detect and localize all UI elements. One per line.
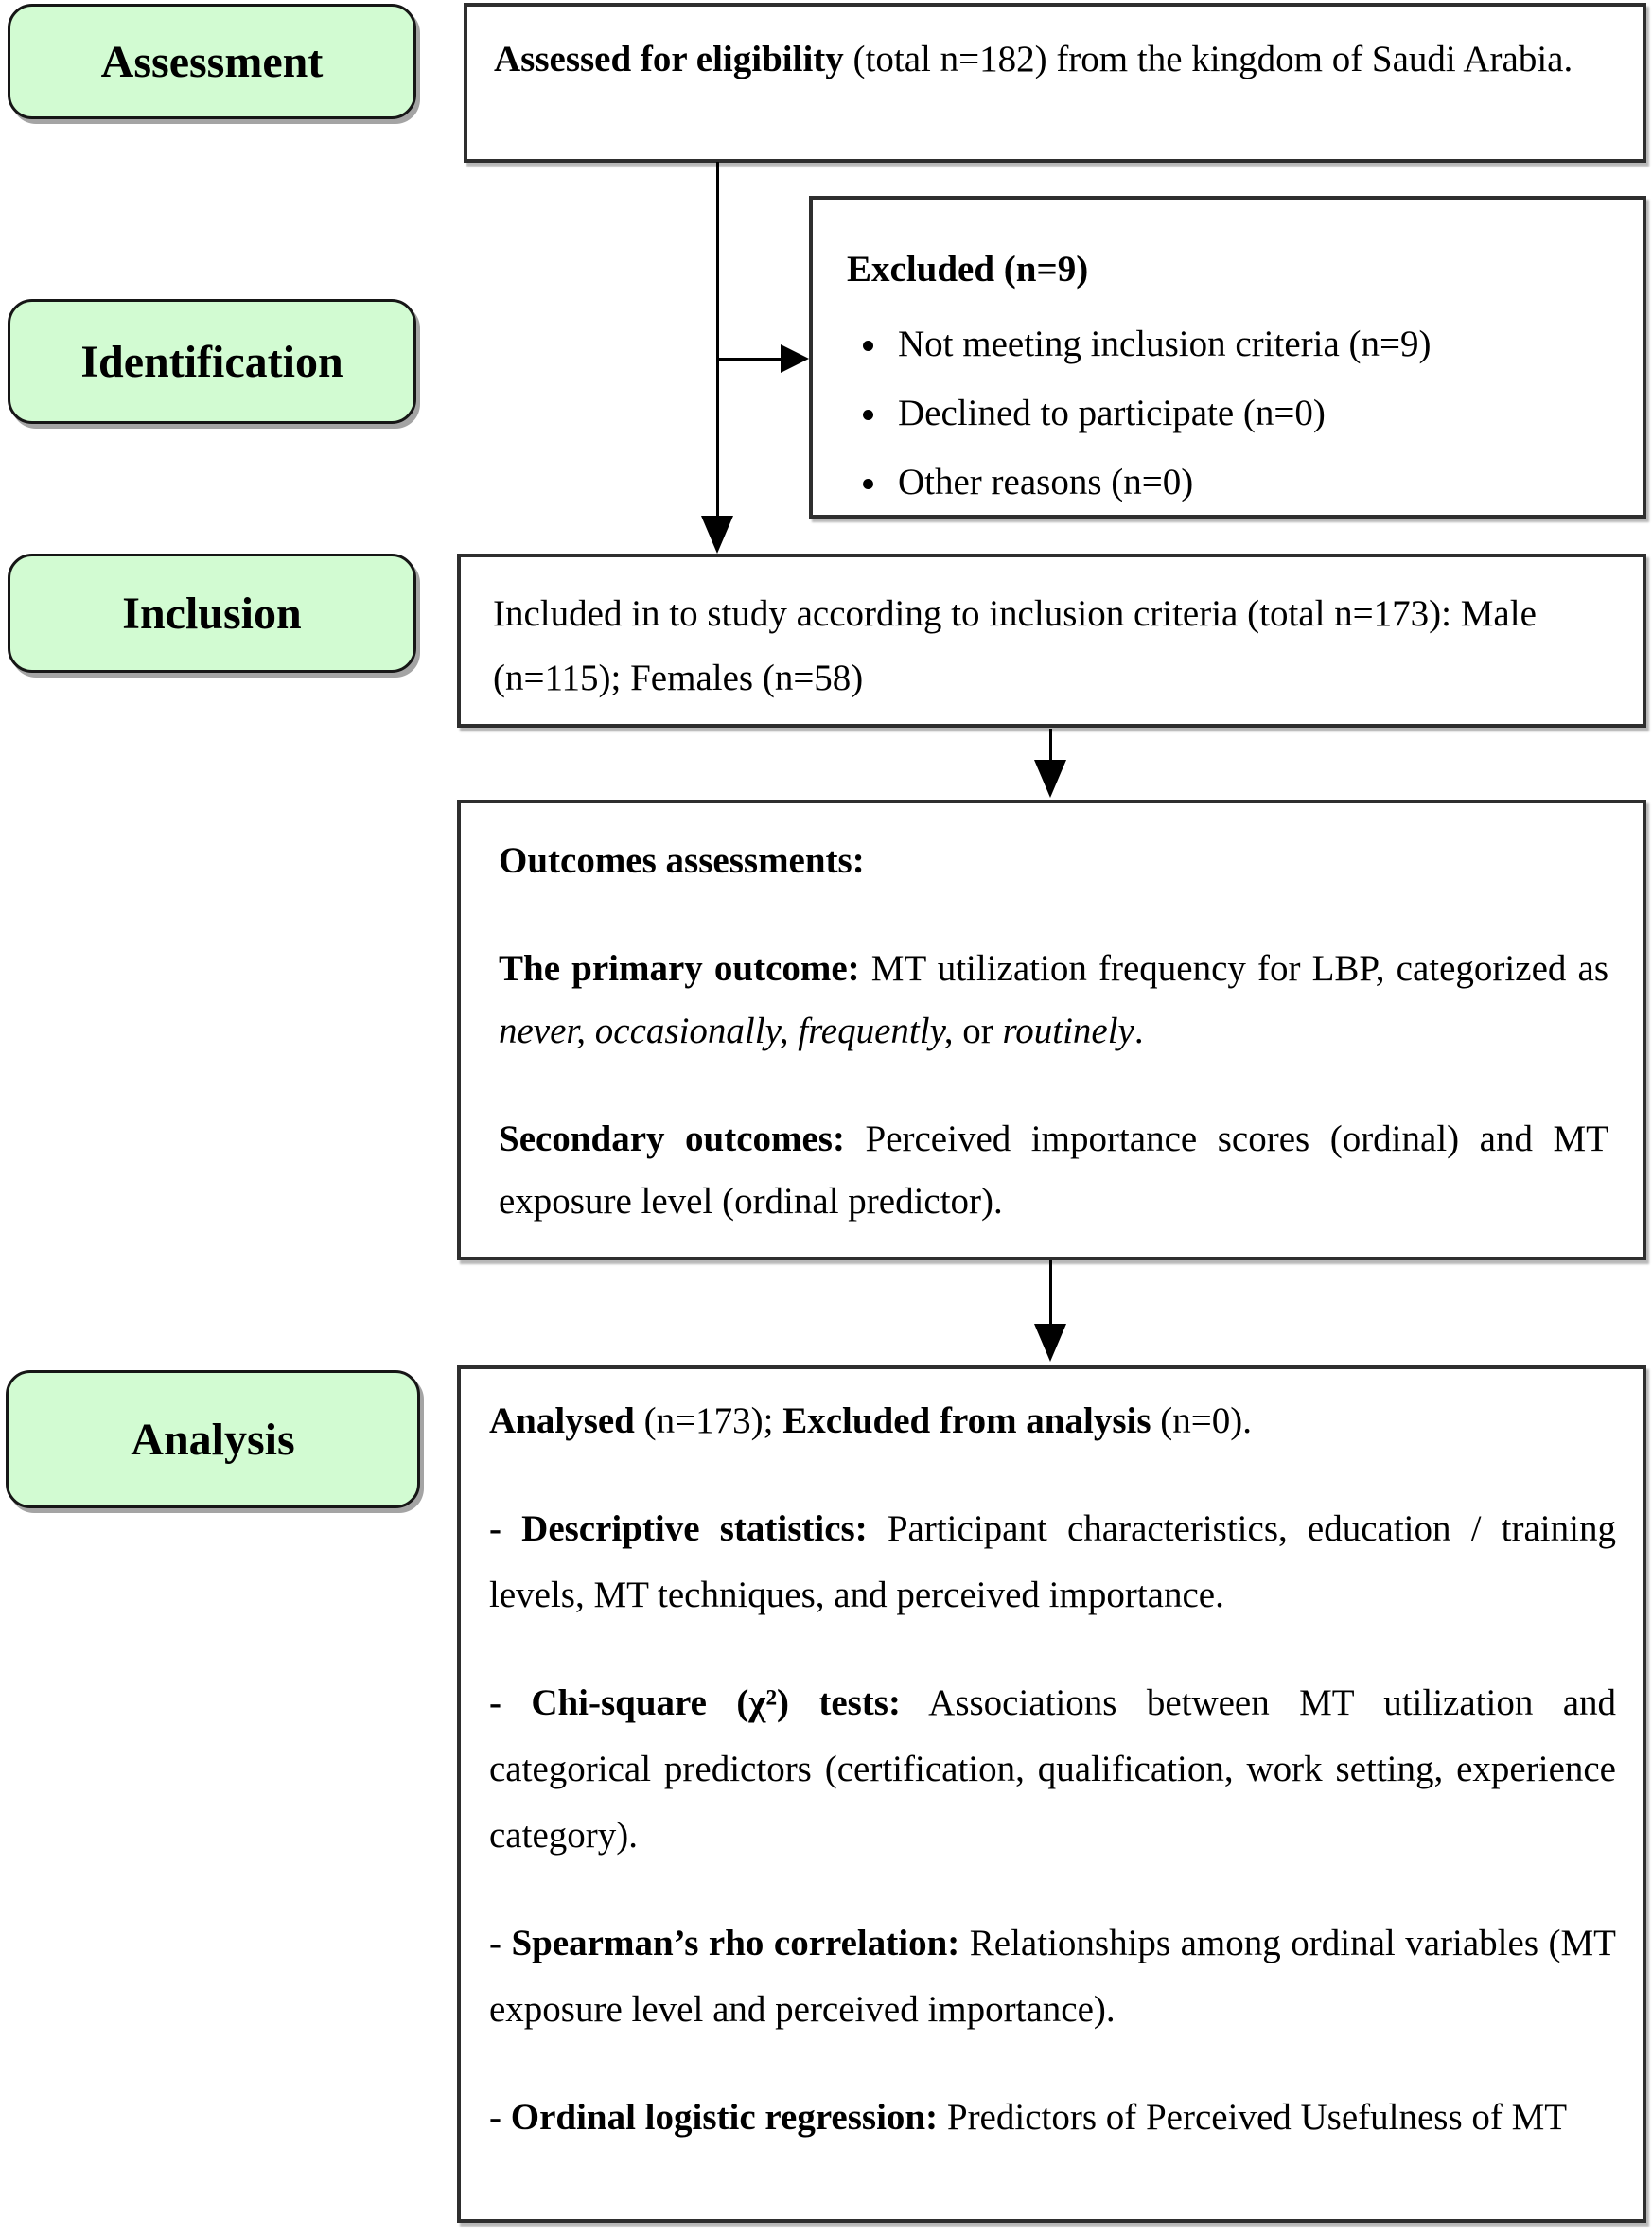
connector-included-to-outcomes-line	[1049, 729, 1052, 765]
primary-outcome-period: .	[1134, 1011, 1144, 1051]
analysis-item-ordinal: - Ordinal logistic regression: Predictor…	[489, 2085, 1616, 2151]
analysis-item-chisquare: - Chi-square (χ²) tests: Associations be…	[489, 1670, 1616, 1869]
connector-eligibility-to-included-line	[716, 162, 719, 523]
analysis-item-text: Relationships among ordinal variables (M…	[489, 1923, 1616, 2030]
analysed-box: Analysed (n=173); Excluded from analysis…	[457, 1365, 1646, 2223]
arrowhead-down-to-outcomes	[1034, 760, 1066, 798]
excluded-bullet-item: Not meeting inclusion criteria (n=9)	[890, 309, 1616, 379]
analysis-item-text: Associations between MT utilization and …	[489, 1682, 1616, 1856]
excluded-bullet-item: Other reasons (n=0)	[890, 448, 1616, 517]
outcomes-title: Outcomes assessments:	[499, 840, 865, 881]
excluded-bullet-list: Not meeting inclusion criteria (n=9) Dec…	[847, 309, 1616, 517]
connector-outcomes-to-analysed-line	[1049, 1260, 1052, 1329]
analysis-item-label: - Chi-square (χ²) tests:	[489, 1682, 901, 1723]
eligibility-text: Assessed for eligibility (total n=182) f…	[494, 27, 1618, 92]
connector-branch-to-excluded-line	[716, 358, 782, 361]
excluded-from-analysis-n: (n=0).	[1151, 1400, 1253, 1441]
eligibility-bold-label: Assessed for eligibility	[494, 39, 844, 79]
included-text: Included in to study according to inclus…	[493, 593, 1537, 698]
analysis-item-text: Predictors of Perceived Usefulness of MT	[938, 2097, 1568, 2138]
excluded-box: Excluded (n=9) Not meeting inclusion cri…	[809, 196, 1646, 519]
analysis-item-spearman: - Spearman’s rho correlation: Relationsh…	[489, 1910, 1616, 2043]
excluded-from-analysis-label: Excluded from analysis	[782, 1400, 1151, 1441]
stage-label-analysis: Analysis	[131, 1414, 295, 1465]
eligibility-box: Assessed for eligibility (total n=182) f…	[464, 3, 1646, 163]
arrowhead-down-to-analysed	[1034, 1324, 1066, 1362]
primary-outcome-paragraph: The primary outcome: MT utilization freq…	[499, 938, 1608, 1063]
analysis-item-label: - Ordinal logistic regression:	[489, 2097, 939, 2138]
analysis-item-label: - Spearman’s rho correlation:	[489, 1923, 960, 1963]
arrowhead-down-to-included	[701, 516, 733, 554]
analysis-item-text: Participant characteristics, education /…	[489, 1508, 1616, 1615]
included-box: Included in to study according to inclus…	[457, 554, 1646, 728]
secondary-outcomes-text: Perceived importance scores (ordinal) an…	[499, 1118, 1608, 1222]
excluded-title: Excluded (n=9)	[847, 249, 1089, 290]
analysis-item-label: - Descriptive statistics:	[489, 1508, 868, 1549]
analysed-lead: Analysed (n=173); Excluded from analysis…	[489, 1388, 1616, 1454]
secondary-outcomes-paragraph: Secondary outcomes: Perceived importance…	[499, 1108, 1608, 1233]
primary-outcome-or: or	[953, 1011, 1003, 1051]
eligibility-rest-text: (total n=182) from the kingdom of Saudi …	[843, 39, 1573, 79]
analysed-label: Analysed	[489, 1400, 635, 1441]
primary-outcome-text: MT utilization frequency for LBP, catego…	[859, 948, 1608, 989]
analysed-n: (n=173);	[634, 1400, 783, 1441]
excluded-bullet-item: Declined to participate (n=0)	[890, 379, 1616, 448]
stage-label-inclusion: Inclusion	[122, 588, 302, 639]
primary-outcome-routinely: routinely	[1002, 1011, 1134, 1051]
stage-box-inclusion: Inclusion	[8, 554, 416, 673]
stage-box-assessment: Assessment	[8, 4, 416, 119]
outcomes-box: Outcomes assessments: The primary outcom…	[457, 800, 1646, 1260]
arrowhead-right-to-excluded	[781, 344, 809, 373]
primary-outcome-categories: never, occasionally, frequently,	[499, 1011, 954, 1051]
stage-box-analysis: Analysis	[6, 1370, 420, 1508]
primary-outcome-label: The primary outcome:	[499, 948, 860, 989]
analysis-item-descriptive: - Descriptive statistics: Participant ch…	[489, 1496, 1616, 1629]
secondary-outcomes-label: Secondary outcomes:	[499, 1118, 845, 1159]
stage-label-assessment: Assessment	[100, 36, 324, 87]
stage-label-identification: Identification	[80, 336, 343, 387]
stage-box-identification: Identification	[8, 299, 416, 424]
